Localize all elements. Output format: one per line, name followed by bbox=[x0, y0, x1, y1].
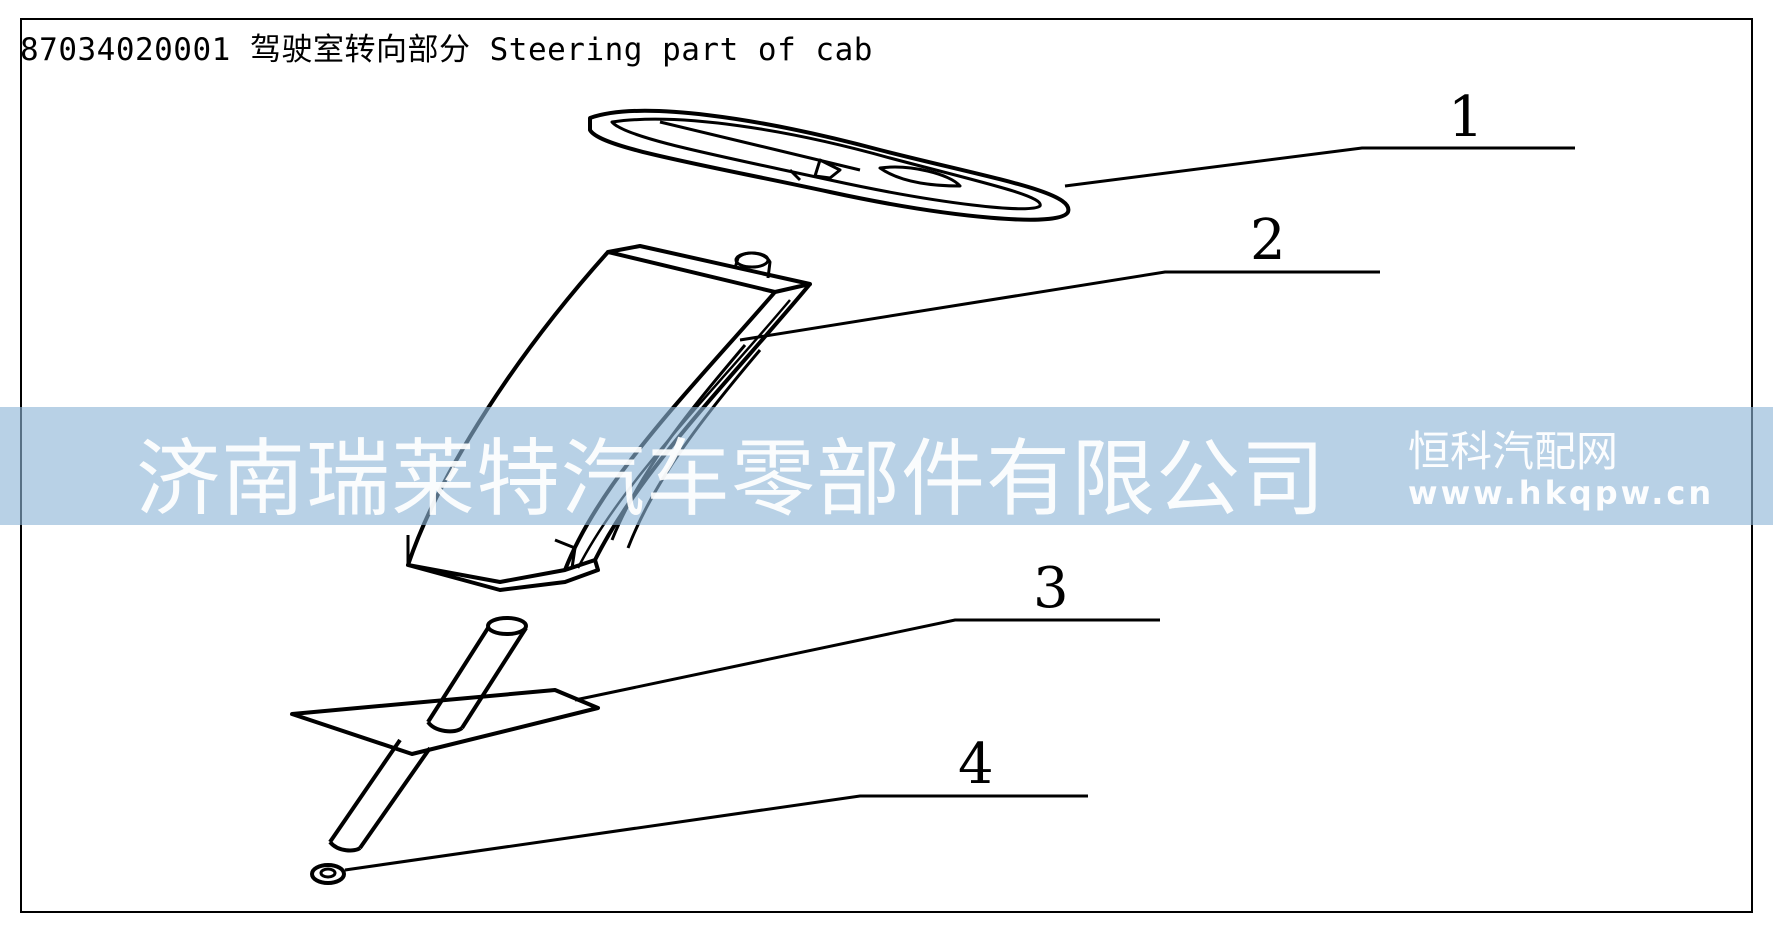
watermark-band bbox=[0, 407, 1773, 525]
diagram-title: 87034020001 驾驶室转向部分 Steering part of cab bbox=[20, 32, 873, 68]
leader-line-2 bbox=[739, 270, 1380, 342]
part-1-cover-plate bbox=[588, 108, 1071, 222]
part-3-shaft-plate bbox=[290, 616, 600, 853]
callout-number-4: 4 bbox=[958, 732, 994, 797]
callout-number-2: 2 bbox=[1250, 208, 1286, 273]
callout-number-3: 3 bbox=[1033, 556, 1069, 621]
leader-line-3 bbox=[574, 618, 1160, 702]
leader-line-4 bbox=[344, 794, 1088, 872]
leader-lines bbox=[344, 146, 1575, 872]
leader-line-1 bbox=[1064, 146, 1575, 188]
callout-number-1: 1 bbox=[1448, 85, 1484, 150]
watermark-company-name: 济南瑞莱特汽车零部件有限公司 bbox=[136, 430, 1327, 528]
part-4-bushing bbox=[310, 863, 346, 885]
watermark-brand-name: 恒科汽配网 bbox=[1408, 427, 1619, 476]
watermark-url: www.hkqpw.cn bbox=[1408, 474, 1715, 512]
